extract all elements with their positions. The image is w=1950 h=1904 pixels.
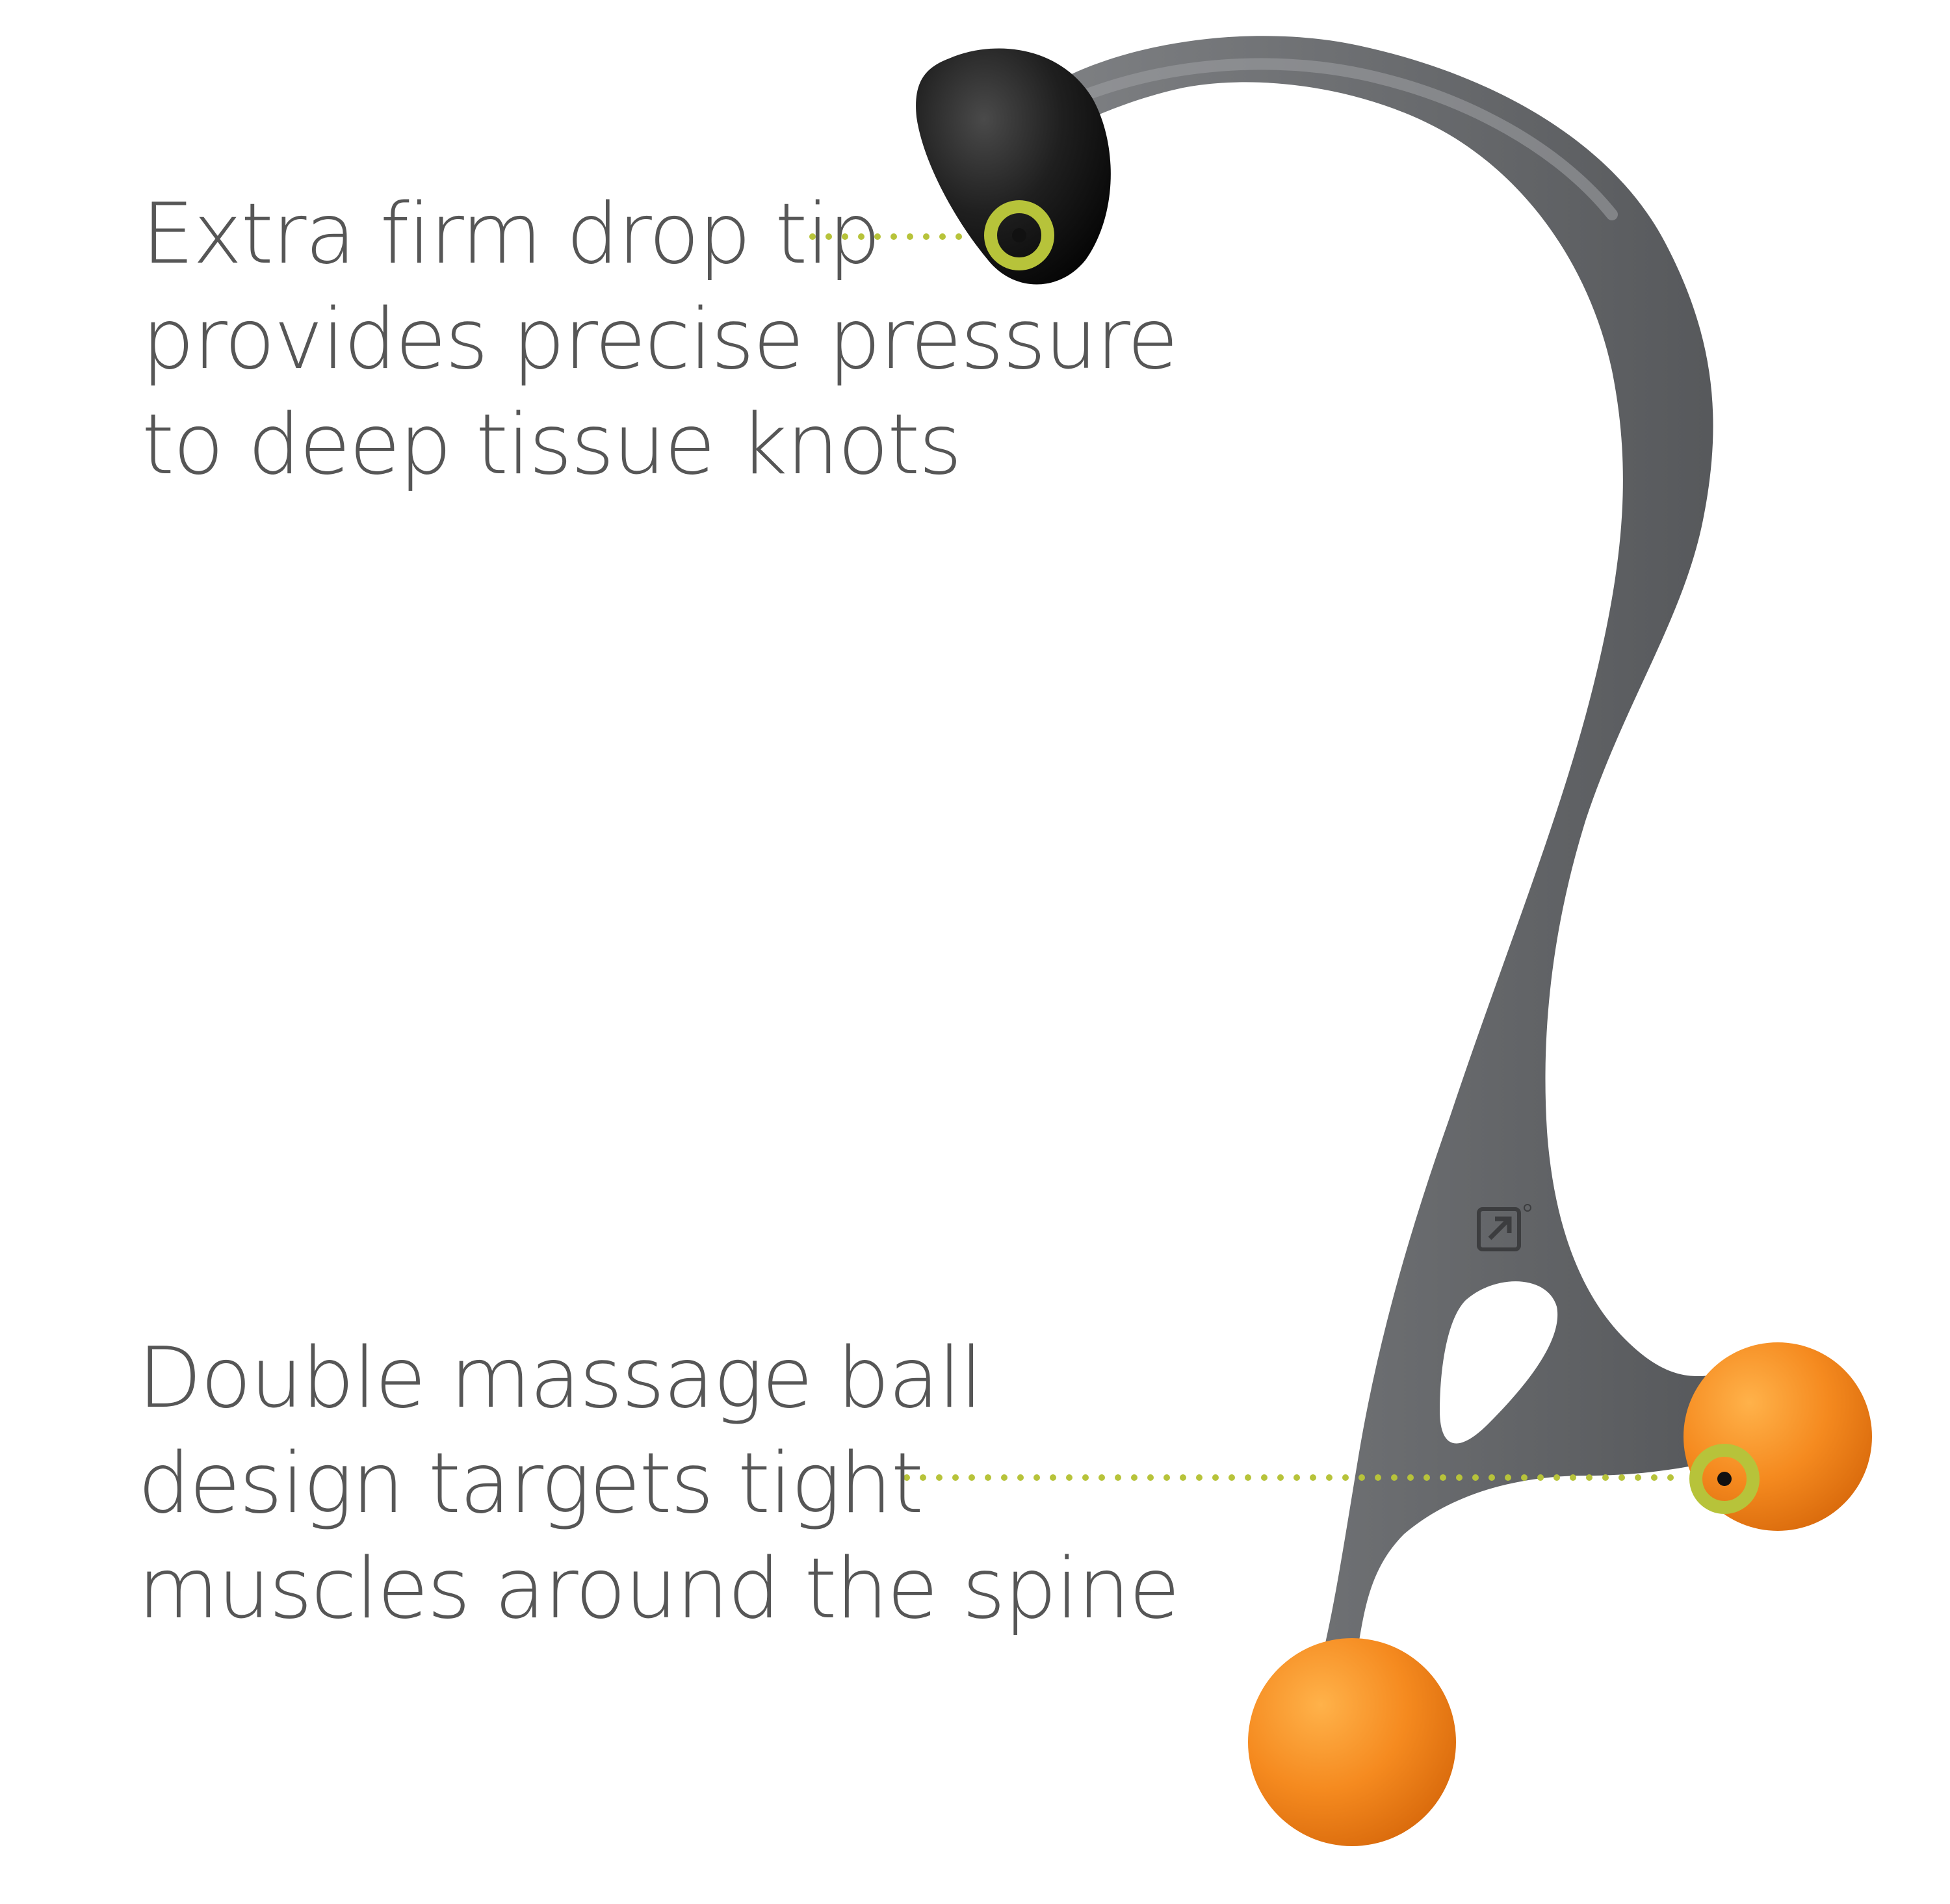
right-massage-ball <box>1684 1342 1872 1531</box>
callout-line: Double massage ball <box>138 1330 983 1427</box>
target-marker-icon <box>984 200 1054 270</box>
callout-line: provides precise pressure <box>142 291 1178 388</box>
drop-tip <box>916 48 1111 285</box>
bottom-callout-text: Double massage ball design targets tight… <box>138 1326 1180 1642</box>
callout-line: design targets tight <box>138 1435 924 1532</box>
callout-line: to deep tissue knots <box>142 397 962 493</box>
massager-frame <box>1066 36 1722 1664</box>
top-callout-text: Extra firm drop tip provides precise pre… <box>142 182 1178 498</box>
callout-line: Extra firm drop tip <box>142 186 881 283</box>
tp-logo-icon <box>1477 1204 1531 1251</box>
lower-massage-ball <box>1248 1638 1456 1846</box>
callout-line: muscles around the spine <box>138 1541 1180 1637</box>
target-marker-icon <box>1689 1444 1760 1514</box>
